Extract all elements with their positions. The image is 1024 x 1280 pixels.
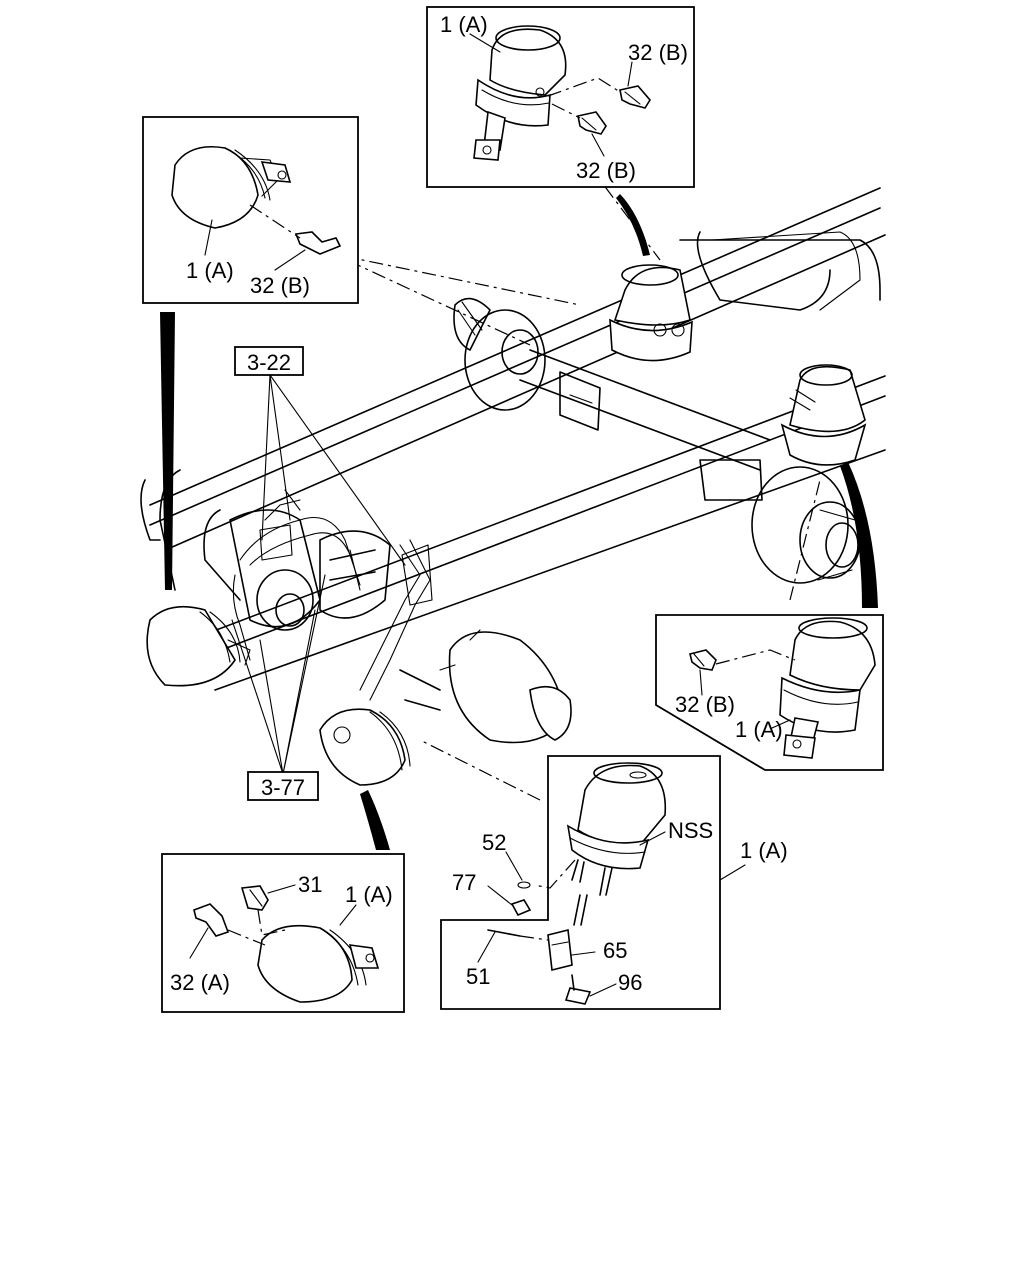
indicator-wedge-left bbox=[160, 312, 175, 590]
callout-mid-right-fitting: 32 (B) bbox=[675, 692, 735, 717]
callout-top-right-fitting-lower: 32 (B) bbox=[576, 158, 636, 183]
callout-bottom-left-connector: 31 bbox=[298, 872, 322, 897]
reference-label-lower: 3-77 bbox=[261, 775, 305, 800]
callout-exploded-assembly: 1 (A) bbox=[740, 838, 788, 863]
brake-chamber-top-left bbox=[171, 146, 259, 229]
elbow-fitting-top-left bbox=[294, 231, 342, 255]
callout-exploded-65: 65 bbox=[603, 938, 627, 963]
callout-bottom-left-part: 1 (A) bbox=[345, 882, 393, 907]
callout-mid-right-part: 1 (A) bbox=[735, 717, 783, 742]
pin-51 bbox=[487, 929, 521, 937]
callout-exploded-77: 77 bbox=[452, 870, 476, 895]
indicator-wedge-right bbox=[840, 462, 878, 608]
brake-chamber-mid-right bbox=[789, 620, 876, 691]
washer-52 bbox=[517, 881, 531, 889]
callout-exploded-nss: NSS bbox=[668, 818, 713, 843]
callout-top-left-part: 1 (A) bbox=[186, 258, 234, 283]
callout-exploded-52: 52 bbox=[482, 830, 506, 855]
callout-bottom-left-elbow: 32 (A) bbox=[170, 970, 230, 995]
exploded-view: 52 NSS 1 (A) 77 65 51 96 bbox=[440, 755, 788, 1010]
callout-top-right-part: 1 (A) bbox=[440, 12, 488, 37]
callout-exploded-51: 51 bbox=[466, 964, 490, 989]
reference-box-3-22[interactable]: 3-22 bbox=[234, 346, 304, 376]
callout-exploded-96: 96 bbox=[618, 970, 642, 995]
brake-chamber-bottom-left bbox=[257, 924, 353, 1003]
connector-bottom-left bbox=[240, 885, 269, 911]
elbow-fitting-bottom-left bbox=[193, 903, 230, 937]
reference-label-upper: 3-22 bbox=[247, 350, 291, 375]
nut-77 bbox=[510, 899, 532, 917]
callout-top-left-fitting: 32 (B) bbox=[250, 273, 310, 298]
callout-box-mid-right: 32 (B) 1 (A) bbox=[655, 614, 884, 771]
callout-box-top-left: 1 (A) 32 (B) bbox=[142, 116, 359, 304]
clevis-65 bbox=[547, 929, 573, 971]
callout-top-right-fitting-upper: 32 (B) bbox=[628, 40, 688, 65]
reference-box-3-77[interactable]: 3-77 bbox=[247, 771, 319, 801]
pin-96 bbox=[564, 987, 592, 1005]
brake-chamber-top-right bbox=[489, 28, 567, 96]
indicator-wedge-top bbox=[616, 194, 650, 256]
elbow-fitting-lower bbox=[577, 111, 607, 135]
chassis-illustration bbox=[140, 187, 886, 786]
callout-box-top-right: 1 (A) 32 (B) 32 (B) bbox=[426, 6, 695, 188]
elbow-fitting-mid-right bbox=[689, 649, 717, 671]
callout-box-bottom-left: 31 1 (A) 32 (A) bbox=[161, 853, 405, 1013]
indicator-wedge-bottom bbox=[360, 790, 390, 850]
elbow-fitting-upper bbox=[619, 85, 651, 109]
